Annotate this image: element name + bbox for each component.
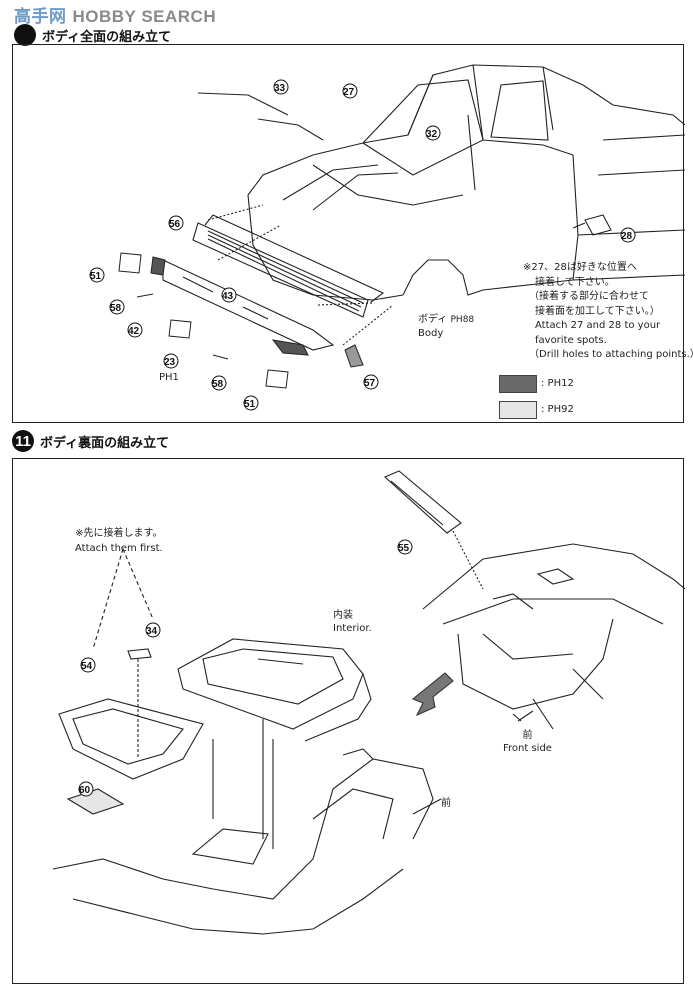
watermark-prefix: HOBBY xyxy=(72,7,137,26)
part-42: 42 xyxy=(128,326,140,337)
note-top-l2: 接着して下さい。 xyxy=(535,276,615,288)
body-paint: PH88 xyxy=(450,315,475,325)
part-23: 23 xyxy=(164,357,176,368)
legend-label-dark: : PH12 xyxy=(541,378,574,389)
part-56: 56 xyxy=(169,219,181,230)
body-label-en: Body xyxy=(418,328,444,339)
part-51a: 51 xyxy=(90,271,102,282)
part-34: 34 xyxy=(146,626,158,637)
step10-panel: 33 27 32 56 51 58 42 43 23 58 51 57 28 ボ… xyxy=(12,44,693,423)
part23-paint: PH1 xyxy=(159,372,179,383)
step10-drawing: 33 27 32 56 51 58 42 43 23 58 51 57 28 xyxy=(89,64,685,411)
legend-label-light: : PH92 xyxy=(541,404,574,415)
step11-heading: 11 ボディ裏面の組み立て xyxy=(12,430,169,452)
step10-badge: ​ xyxy=(14,24,36,46)
note-top-l7: （Drill holes to attaching points.） xyxy=(529,349,693,360)
note-top: ※27、28は好きな位置へ 接着して下さい。 （接着する部分に合わせて 接着面を… xyxy=(523,261,693,363)
part-51b: 51 xyxy=(244,399,256,410)
note-bottom: ※先に接着します。 Attach them first. xyxy=(75,527,163,556)
step11-title: ボディ裏面の組み立て xyxy=(40,435,170,451)
legend-swatch-light xyxy=(499,401,537,419)
step11-panel: 55 34 54 60 ※先に接着します。 Attach them first.… xyxy=(12,458,685,984)
part-54: 54 xyxy=(81,661,93,672)
step11-drawing: 55 34 54 60 xyxy=(52,470,685,935)
note-top-l3: （接着する部分に合わせて xyxy=(529,291,649,302)
part-58a: 58 xyxy=(110,303,122,314)
part-33: 33 xyxy=(274,83,286,94)
note-top-l6: favorite spots. xyxy=(535,334,607,346)
front-label-en: Front side xyxy=(503,743,552,754)
watermark-en: SEARCH xyxy=(141,7,217,26)
interior-label: 内装 Interior. xyxy=(333,609,372,635)
interior-label-jp: 内装 xyxy=(333,610,353,621)
part-58b: 58 xyxy=(212,379,224,390)
body-label-jp: ボディ xyxy=(418,314,448,325)
note-top-l1: ※27、28は好きな位置へ xyxy=(523,262,637,273)
part-28: 28 xyxy=(621,231,633,242)
note-top-l5: Attach 27 and 28 to your xyxy=(535,320,661,331)
part-55: 55 xyxy=(398,543,410,554)
front-label-lower: 前 xyxy=(441,798,451,809)
part-57: 57 xyxy=(364,378,376,389)
watermark-cn: 高手网 xyxy=(14,7,67,26)
note-top-l4: 接着面を加工して下さい。） xyxy=(535,305,660,317)
body-label: ボディ PH88 Body xyxy=(418,313,474,340)
part-27: 27 xyxy=(343,87,355,98)
front-label-right: 前 Front side xyxy=(503,729,552,755)
watermark: 高手网 HOBBY SEARCH xyxy=(14,2,216,27)
step11-badge: 11 xyxy=(12,430,34,452)
part-32: 32 xyxy=(426,129,438,140)
step10-title: ボディ全面の組み立て xyxy=(42,29,172,45)
interior-label-en: Interior. xyxy=(333,623,372,634)
front-label-jp: 前 xyxy=(522,730,533,741)
legend-swatch-dark xyxy=(499,375,537,393)
part-60: 60 xyxy=(79,785,91,796)
part-43: 43 xyxy=(222,291,234,302)
note-bottom-l1: ※先に接着します。 xyxy=(75,528,163,539)
step10-heading: ​ ボディ全面の組み立て xyxy=(14,24,171,46)
note-bottom-l2: Attach them first. xyxy=(75,542,163,554)
